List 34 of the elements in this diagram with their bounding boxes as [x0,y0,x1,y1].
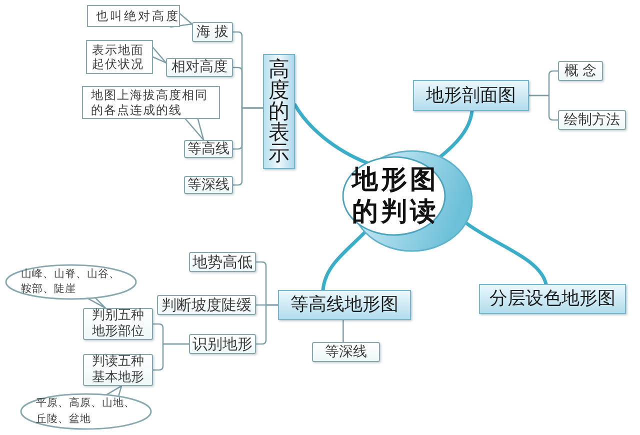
callout-ellipse: 山峰、山脊、山谷、鞍部、陡崖 [5,264,137,300]
connector-line [152,343,190,371]
callout-pointer [152,46,167,64]
subtopic-box: 绘制方法 [558,110,626,130]
callout-pointer [87,297,106,309]
subtopic-box: 判读五种基本地形 [83,354,153,386]
topic-box: 地形剖面图 [413,80,529,111]
branch-curve [438,109,474,159]
subtopic-box: 概 念 [558,61,603,81]
connector-line [342,319,344,343]
connector-line [528,94,559,121]
topic-box: 等高线地形图 [278,290,411,320]
subtopic-box: 海 拔 [192,22,233,42]
subtopic-box: 等深线 [184,176,233,194]
subtopic-box: 识别地形 [189,334,256,354]
connector-line [232,107,264,186]
callout-pointer [105,385,122,397]
topic-box: 分层设色地形图 [479,284,626,314]
callout-box: 表示地面起伏状况 [86,40,153,74]
subtopic-box: 地势高低 [189,252,256,272]
callout-pointer [184,118,204,141]
subtopic-box: 等深线 [312,342,380,362]
subtopic-box: 相对高度 [166,58,233,77]
callout-box: 地图上海拔高度相同的各点连成的线 [82,86,220,119]
connector-line [255,304,279,345]
callout-box: 也叫绝对高度 [87,5,180,27]
branch-curve [293,103,369,165]
branch-curve [321,230,367,292]
branch-curve [464,221,548,286]
callout-ellipse: 平原、高原、山地、丘陵、盆地 [20,393,152,430]
subtopic-box: 等高线 [184,140,233,158]
subtopic-box: 判别五种地形部位 [83,308,153,340]
topic-box: 高度的表示 [263,54,295,169]
subtopic-box: 判断坡度陡缓 [157,295,256,315]
